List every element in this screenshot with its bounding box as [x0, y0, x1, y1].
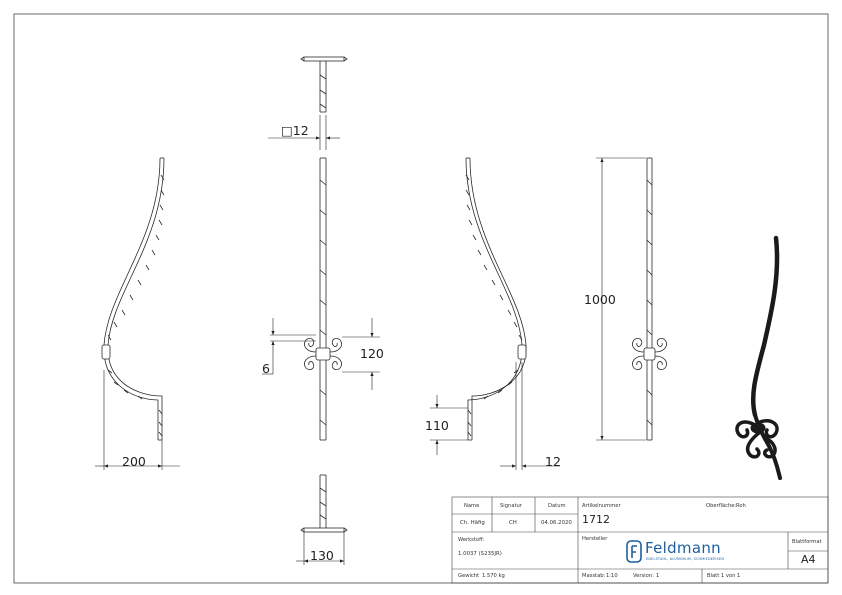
- oberflaeche-value: Roh: [736, 503, 746, 509]
- dimension-label-6: 6: [262, 361, 270, 376]
- side-view-left: [101, 157, 165, 441]
- col-datum-header: Datum: [548, 503, 566, 509]
- dimension-130: [296, 532, 345, 565]
- dimension-label-12: 12: [545, 454, 561, 469]
- dimension-1000: [596, 157, 646, 441]
- dimension-12-square: [268, 115, 340, 150]
- feldmann-logo-tagline: EDELSTAHL, ALUMINIUM, SCHMIEDEEISEN: [646, 557, 725, 561]
- oberflaeche-label: Oberfläche:: [706, 503, 737, 509]
- dimension-200: [95, 370, 180, 470]
- col-signatur-header: Signatur: [500, 503, 522, 509]
- werkstoff-label: Werkstoff:: [458, 537, 485, 543]
- blattformat-value: A4: [801, 553, 816, 566]
- dimension-label-1000: 1000: [584, 292, 616, 307]
- dimension-110: [430, 395, 468, 455]
- massstab-value: 1:10: [606, 573, 618, 579]
- title-block-lines: [451, 496, 829, 584]
- gewicht-value: 1.570 kg: [482, 573, 505, 579]
- name-value: Ch. Häfig: [460, 520, 485, 526]
- sheet-border: [13, 13, 829, 584]
- dimension-label-12-square: □12: [281, 123, 309, 138]
- dimension-label-120: 120: [360, 346, 384, 361]
- gewicht-label: Gewicht: [458, 573, 480, 579]
- dimension-label-200: 200: [122, 454, 146, 469]
- version-label: Version:: [633, 573, 654, 579]
- dimension-6: [262, 318, 316, 375]
- version-value: 1: [656, 573, 660, 579]
- dimension-label-130: 130: [310, 548, 334, 563]
- feldmann-logo-mark: [626, 540, 642, 563]
- side-view-right: [465, 157, 527, 441]
- datum-value: 04.06.2020: [541, 520, 572, 526]
- werkstoff-value: 1.0037 (S235JR): [458, 551, 502, 557]
- front-view-center: [300, 56, 348, 533]
- hersteller-label: Hersteller: [582, 536, 608, 542]
- artikelnummer-label: Artikelnummer: [582, 503, 621, 509]
- massstab-label: Masstab:: [582, 573, 606, 579]
- blatt-text: Blatt 1 von 1: [707, 573, 741, 579]
- artikelnummer-value: 1712: [582, 513, 610, 526]
- signatur-value: CH: [509, 520, 517, 526]
- front-view-right: [632, 157, 667, 441]
- isometric-view: [735, 235, 782, 480]
- col-name-header: Name: [464, 503, 480, 509]
- dimension-12: [500, 362, 560, 470]
- dimension-label-110: 110: [425, 418, 449, 433]
- blattformat-label: Blattformat: [792, 539, 822, 545]
- dimension-120: [342, 318, 380, 390]
- feldmann-logo-text: Feldmann: [645, 539, 721, 557]
